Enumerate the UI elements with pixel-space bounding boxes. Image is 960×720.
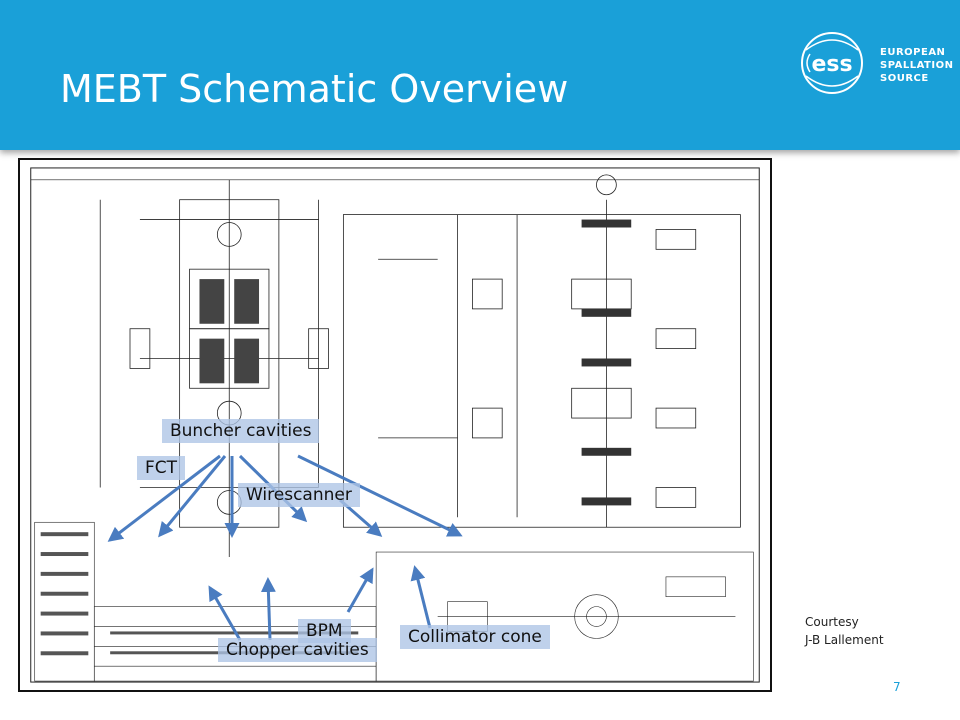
technical-drawing-image	[30, 167, 760, 683]
logo-wordmark: EUROPEAN SPALLATION SOURCE	[880, 46, 953, 85]
label-buncher-cavities: Buncher cavities	[162, 419, 320, 443]
logo-line-1: EUROPEAN	[880, 47, 946, 58]
courtesy-line-2: J-B Lallement	[805, 633, 884, 647]
logo-line-2: SPALLATION	[880, 60, 954, 71]
svg-text:ess: ess	[811, 52, 852, 77]
slide-title: MEBT Schematic Overview	[60, 67, 569, 111]
label-chopper-cavities: Chopper cavities	[218, 638, 377, 662]
slide-header: MEBT Schematic Overview ess EUROPEAN SPA…	[0, 0, 960, 150]
courtesy-note: Courtesy J-B Lallement	[805, 613, 884, 649]
logo-line-3: SOURCE	[880, 73, 929, 84]
courtesy-line-1: Courtesy	[805, 615, 859, 629]
label-fct: FCT	[137, 456, 186, 480]
ess-logo-icon: ess	[801, 32, 863, 94]
label-wirescanner: Wirescanner	[238, 483, 360, 507]
mebt-schematic-drawing	[18, 158, 772, 692]
label-collimator-cone: Collimator cone	[400, 625, 550, 649]
page-number: 7	[893, 680, 901, 694]
